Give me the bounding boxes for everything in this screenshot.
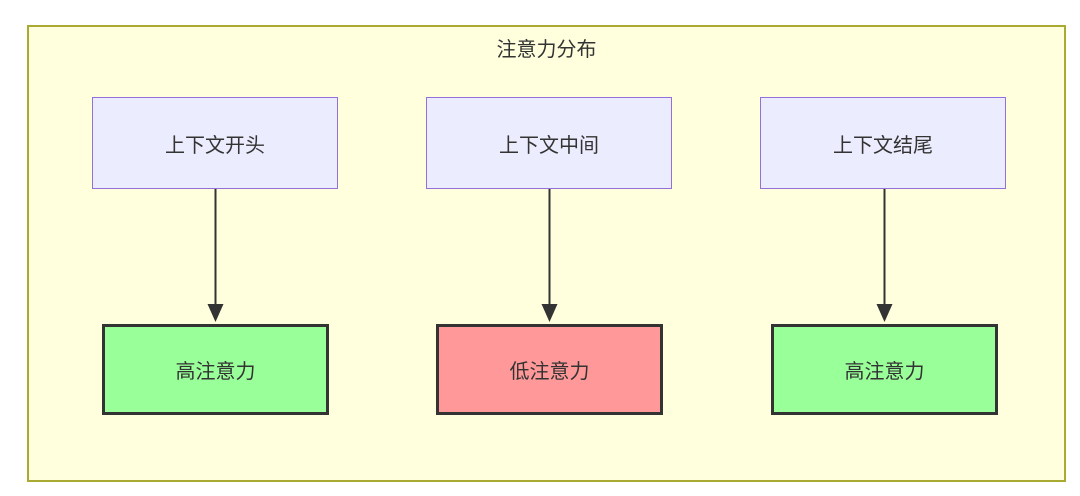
arrow-middle-to-low	[541, 189, 558, 322]
node-attention-end: 高注意力	[771, 324, 998, 415]
node-attention-middle-label: 低注意力	[509, 361, 590, 383]
node-context-middle-label: 上下文中间	[499, 134, 599, 157]
node-attention-end-label: 高注意力	[844, 361, 925, 383]
node-context-start: 上下文开头	[92, 97, 338, 189]
arrow-start-to-high	[207, 189, 224, 322]
node-attention-middle: 低注意力	[436, 324, 663, 415]
cluster-attention-distribution: 注意力分布 上下文开头 上下文中间 上下文结尾 高注意力	[27, 25, 1066, 482]
edge-layer	[207, 189, 893, 322]
node-context-middle: 上下文中间	[426, 97, 672, 189]
node-context-end: 上下文结尾	[760, 97, 1006, 189]
node-context-start-label: 上下文开头	[165, 134, 265, 157]
cluster-title: 注意力分布	[496, 39, 597, 61]
node-attention-start-label: 高注意力	[175, 361, 256, 383]
node-attention-start: 高注意力	[102, 324, 329, 415]
arrow-end-to-high	[876, 189, 893, 322]
node-context-end-label: 上下文结尾	[833, 134, 933, 157]
